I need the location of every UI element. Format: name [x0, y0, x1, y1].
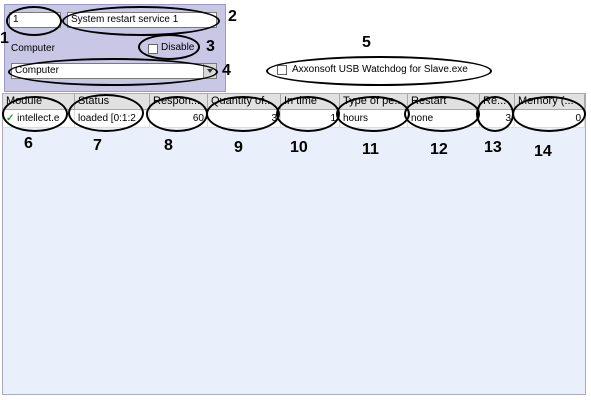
computer-label: Computer	[11, 43, 55, 54]
check-icon: ✓	[6, 113, 15, 124]
modules-table: Module Status Respon... Quantity of... I…	[2, 93, 586, 395]
name-input[interactable]: System restart service 1	[67, 12, 217, 28]
callout-number: 5	[362, 34, 371, 51]
table-row-re[interactable]: 3	[480, 110, 515, 128]
computer-select[interactable]: Computer	[11, 63, 217, 79]
col-quantity-header[interactable]: Quantity of...	[208, 94, 281, 110]
callout-number: 13	[484, 139, 502, 156]
disable-label: Disable	[161, 42, 195, 53]
table-row-type[interactable]: hours	[340, 110, 408, 128]
computer-select-value: Computer	[15, 65, 59, 76]
chevron-down-icon[interactable]	[203, 64, 216, 78]
callout-number: 3	[206, 38, 215, 55]
module-value: intellect.e	[17, 113, 60, 124]
col-in-time-header[interactable]: In time	[281, 94, 340, 110]
callout-number: 12	[430, 141, 448, 158]
table-row-restart[interactable]: none	[408, 110, 480, 128]
table-row-in-time[interactable]: 1	[281, 110, 340, 128]
callout-number: 8	[164, 137, 173, 154]
table-row-module[interactable]: ✓ intellect.e	[3, 110, 75, 128]
callout-number: 4	[222, 62, 231, 79]
col-type-header[interactable]: Type of pe...	[340, 94, 408, 110]
callout-number: 10	[290, 139, 308, 156]
col-response-header[interactable]: Respon...	[150, 94, 208, 110]
callout-number: 14	[534, 143, 552, 160]
col-module-header[interactable]: Module	[3, 94, 75, 110]
callout-number: 1	[0, 30, 9, 47]
table-row-response[interactable]: 60	[150, 110, 208, 128]
col-status-header[interactable]: Status	[75, 94, 150, 110]
table-row-quantity[interactable]: 3	[208, 110, 281, 128]
col-restart-header[interactable]: Restart	[408, 94, 480, 110]
disable-checkbox[interactable]	[148, 44, 158, 54]
callout-number: 2	[228, 8, 237, 25]
settings-panel: 1 System restart service 1 Computer Disa…	[4, 4, 226, 92]
col-re-header[interactable]: Re...	[480, 94, 515, 110]
callout-number: 6	[24, 135, 33, 152]
slave-checkbox-label: Axxonsoft USB Watchdog for Slave.exe	[292, 64, 468, 75]
col-memory-header[interactable]: Memory (...	[515, 94, 585, 110]
slave-checkbox[interactable]	[277, 65, 287, 75]
table-row-memory[interactable]: 0	[515, 110, 585, 128]
callout-number: 9	[234, 139, 243, 156]
table-row-status[interactable]: loaded [0:1:2	[75, 110, 150, 128]
callout-number: 7	[93, 137, 102, 154]
id-input[interactable]: 1	[9, 12, 61, 28]
callout-number: 11	[362, 141, 379, 158]
